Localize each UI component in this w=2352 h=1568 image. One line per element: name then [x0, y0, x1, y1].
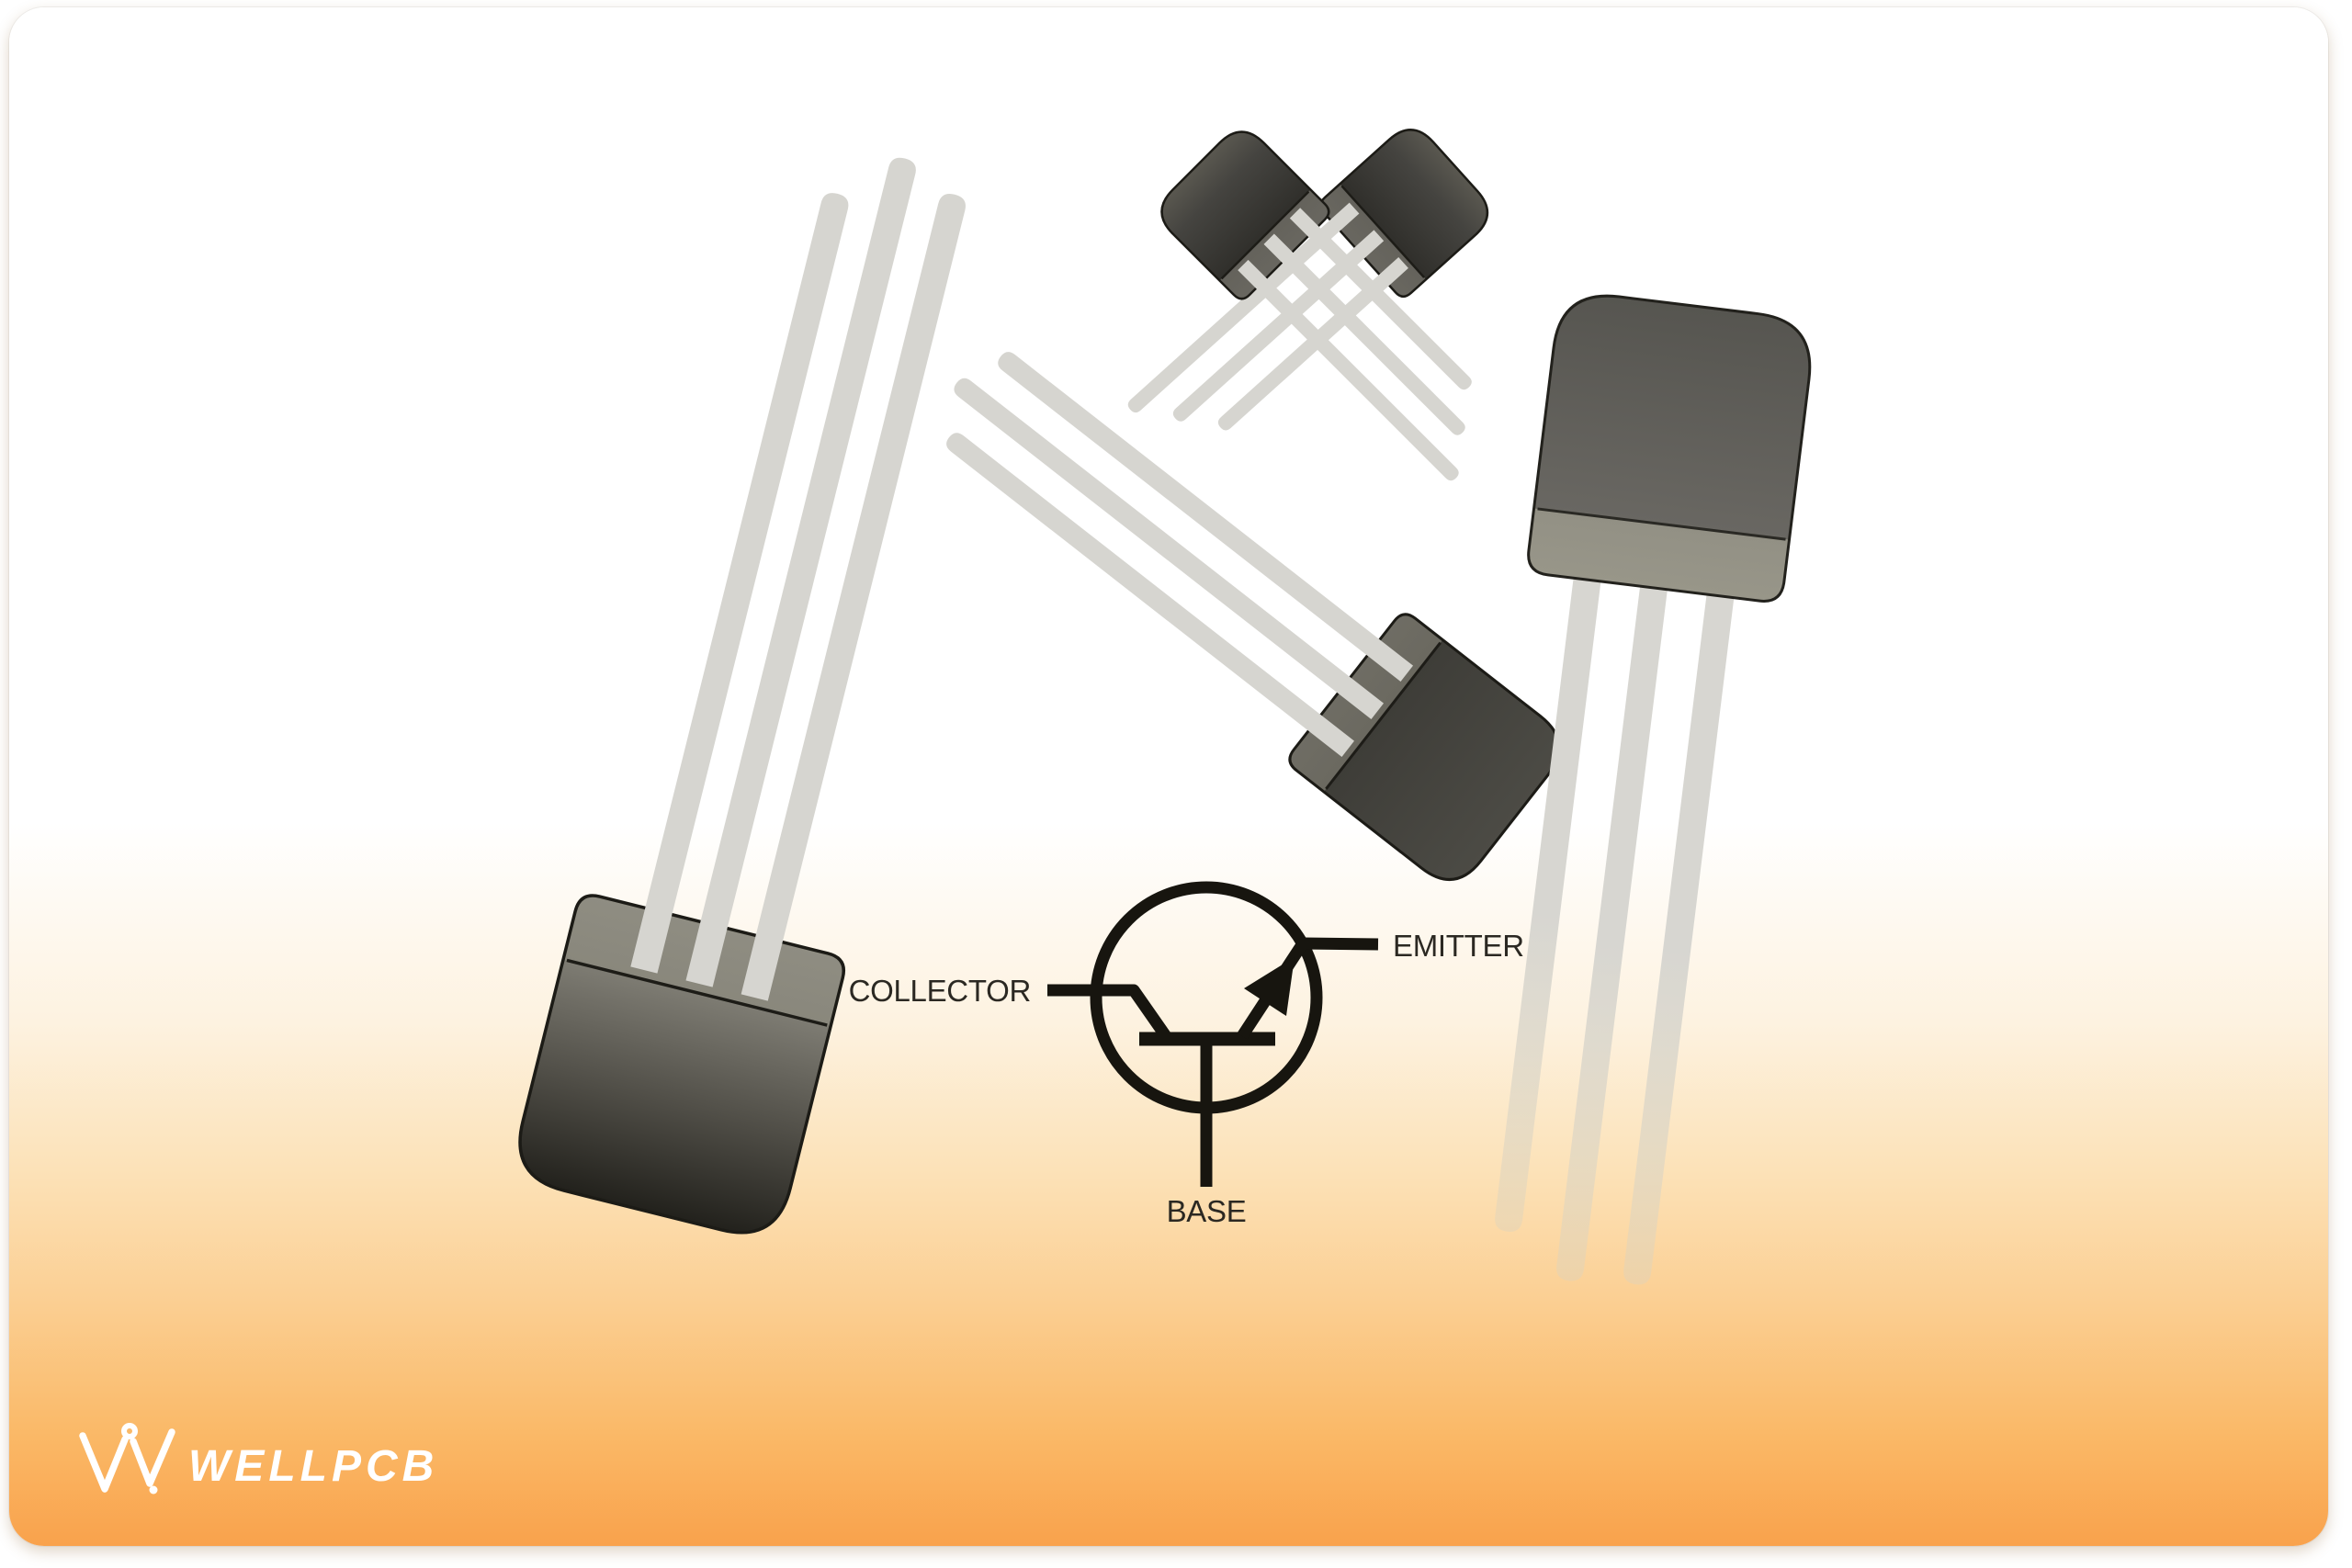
collector-lead-line	[1047, 984, 1173, 1043]
npn-transistor-symbol	[1047, 881, 1379, 1187]
body-outline	[1160, 130, 1330, 300]
transistor-lead	[630, 193, 849, 974]
body-outline	[1527, 294, 1812, 603]
illustration-card: COLLECTOR EMITTER BASE WELLPCB	[9, 7, 2328, 1546]
transistor-lead	[1289, 208, 1472, 390]
emitter-label: EMITTER	[1393, 929, 1524, 963]
body-edge-line	[1325, 641, 1442, 790]
transistor-upright-right	[1495, 294, 1812, 1285]
transistor-crossed-left	[1160, 130, 1472, 481]
wellpcb-logo: WELLPCB	[79, 1423, 438, 1495]
transistor-lead	[1172, 230, 1385, 422]
wellpcb-logo-icon	[79, 1423, 175, 1495]
collector-label: COLLECTOR	[849, 974, 1031, 1008]
transistor-lead	[946, 433, 1355, 757]
transistor-illustration: COLLECTOR EMITTER BASE WELLPCB	[79, 129, 1812, 1495]
transistor-body-face	[1161, 131, 1311, 281]
logo-w-stroke-2	[130, 1428, 175, 1487]
wellpcb-logo-text: WELLPCB	[188, 1442, 438, 1491]
body-edge-line	[566, 958, 828, 1027]
transistor-lead	[1623, 539, 1741, 1285]
transistor-lead	[1495, 523, 1608, 1232]
transistor-body-face	[1533, 296, 1810, 540]
transistor-lead	[954, 378, 1385, 719]
transistor-lead	[685, 157, 916, 987]
transistor-lead	[1238, 259, 1459, 481]
transistor-lead	[998, 352, 1414, 682]
body-edge-line	[1340, 185, 1426, 278]
logo-w-stroke-1	[79, 1432, 129, 1493]
base-label: BASE	[1167, 1194, 1247, 1228]
body-outline	[518, 894, 845, 1235]
body-edge-line	[1220, 190, 1310, 280]
transistor-crossed-right	[1127, 129, 1489, 431]
transistor-lead	[741, 194, 966, 1001]
transistor-upright-left	[518, 157, 966, 1235]
body-edge-line	[1537, 507, 1786, 541]
transistor-body-face	[1323, 639, 1559, 880]
transistor-lead	[1263, 233, 1465, 435]
emitter-lead-line	[1237, 937, 1379, 1040]
transistor-body-face	[520, 959, 831, 1233]
transistor-lead	[1127, 202, 1360, 413]
emitter-arrow	[1244, 957, 1295, 1016]
logo-pad-dot	[149, 1485, 158, 1495]
logo-node-circle	[121, 1423, 138, 1439]
transistor-diagonal-middle	[946, 352, 1561, 881]
transistor-lead	[1556, 531, 1675, 1281]
transistor-body-face	[1340, 130, 1487, 280]
